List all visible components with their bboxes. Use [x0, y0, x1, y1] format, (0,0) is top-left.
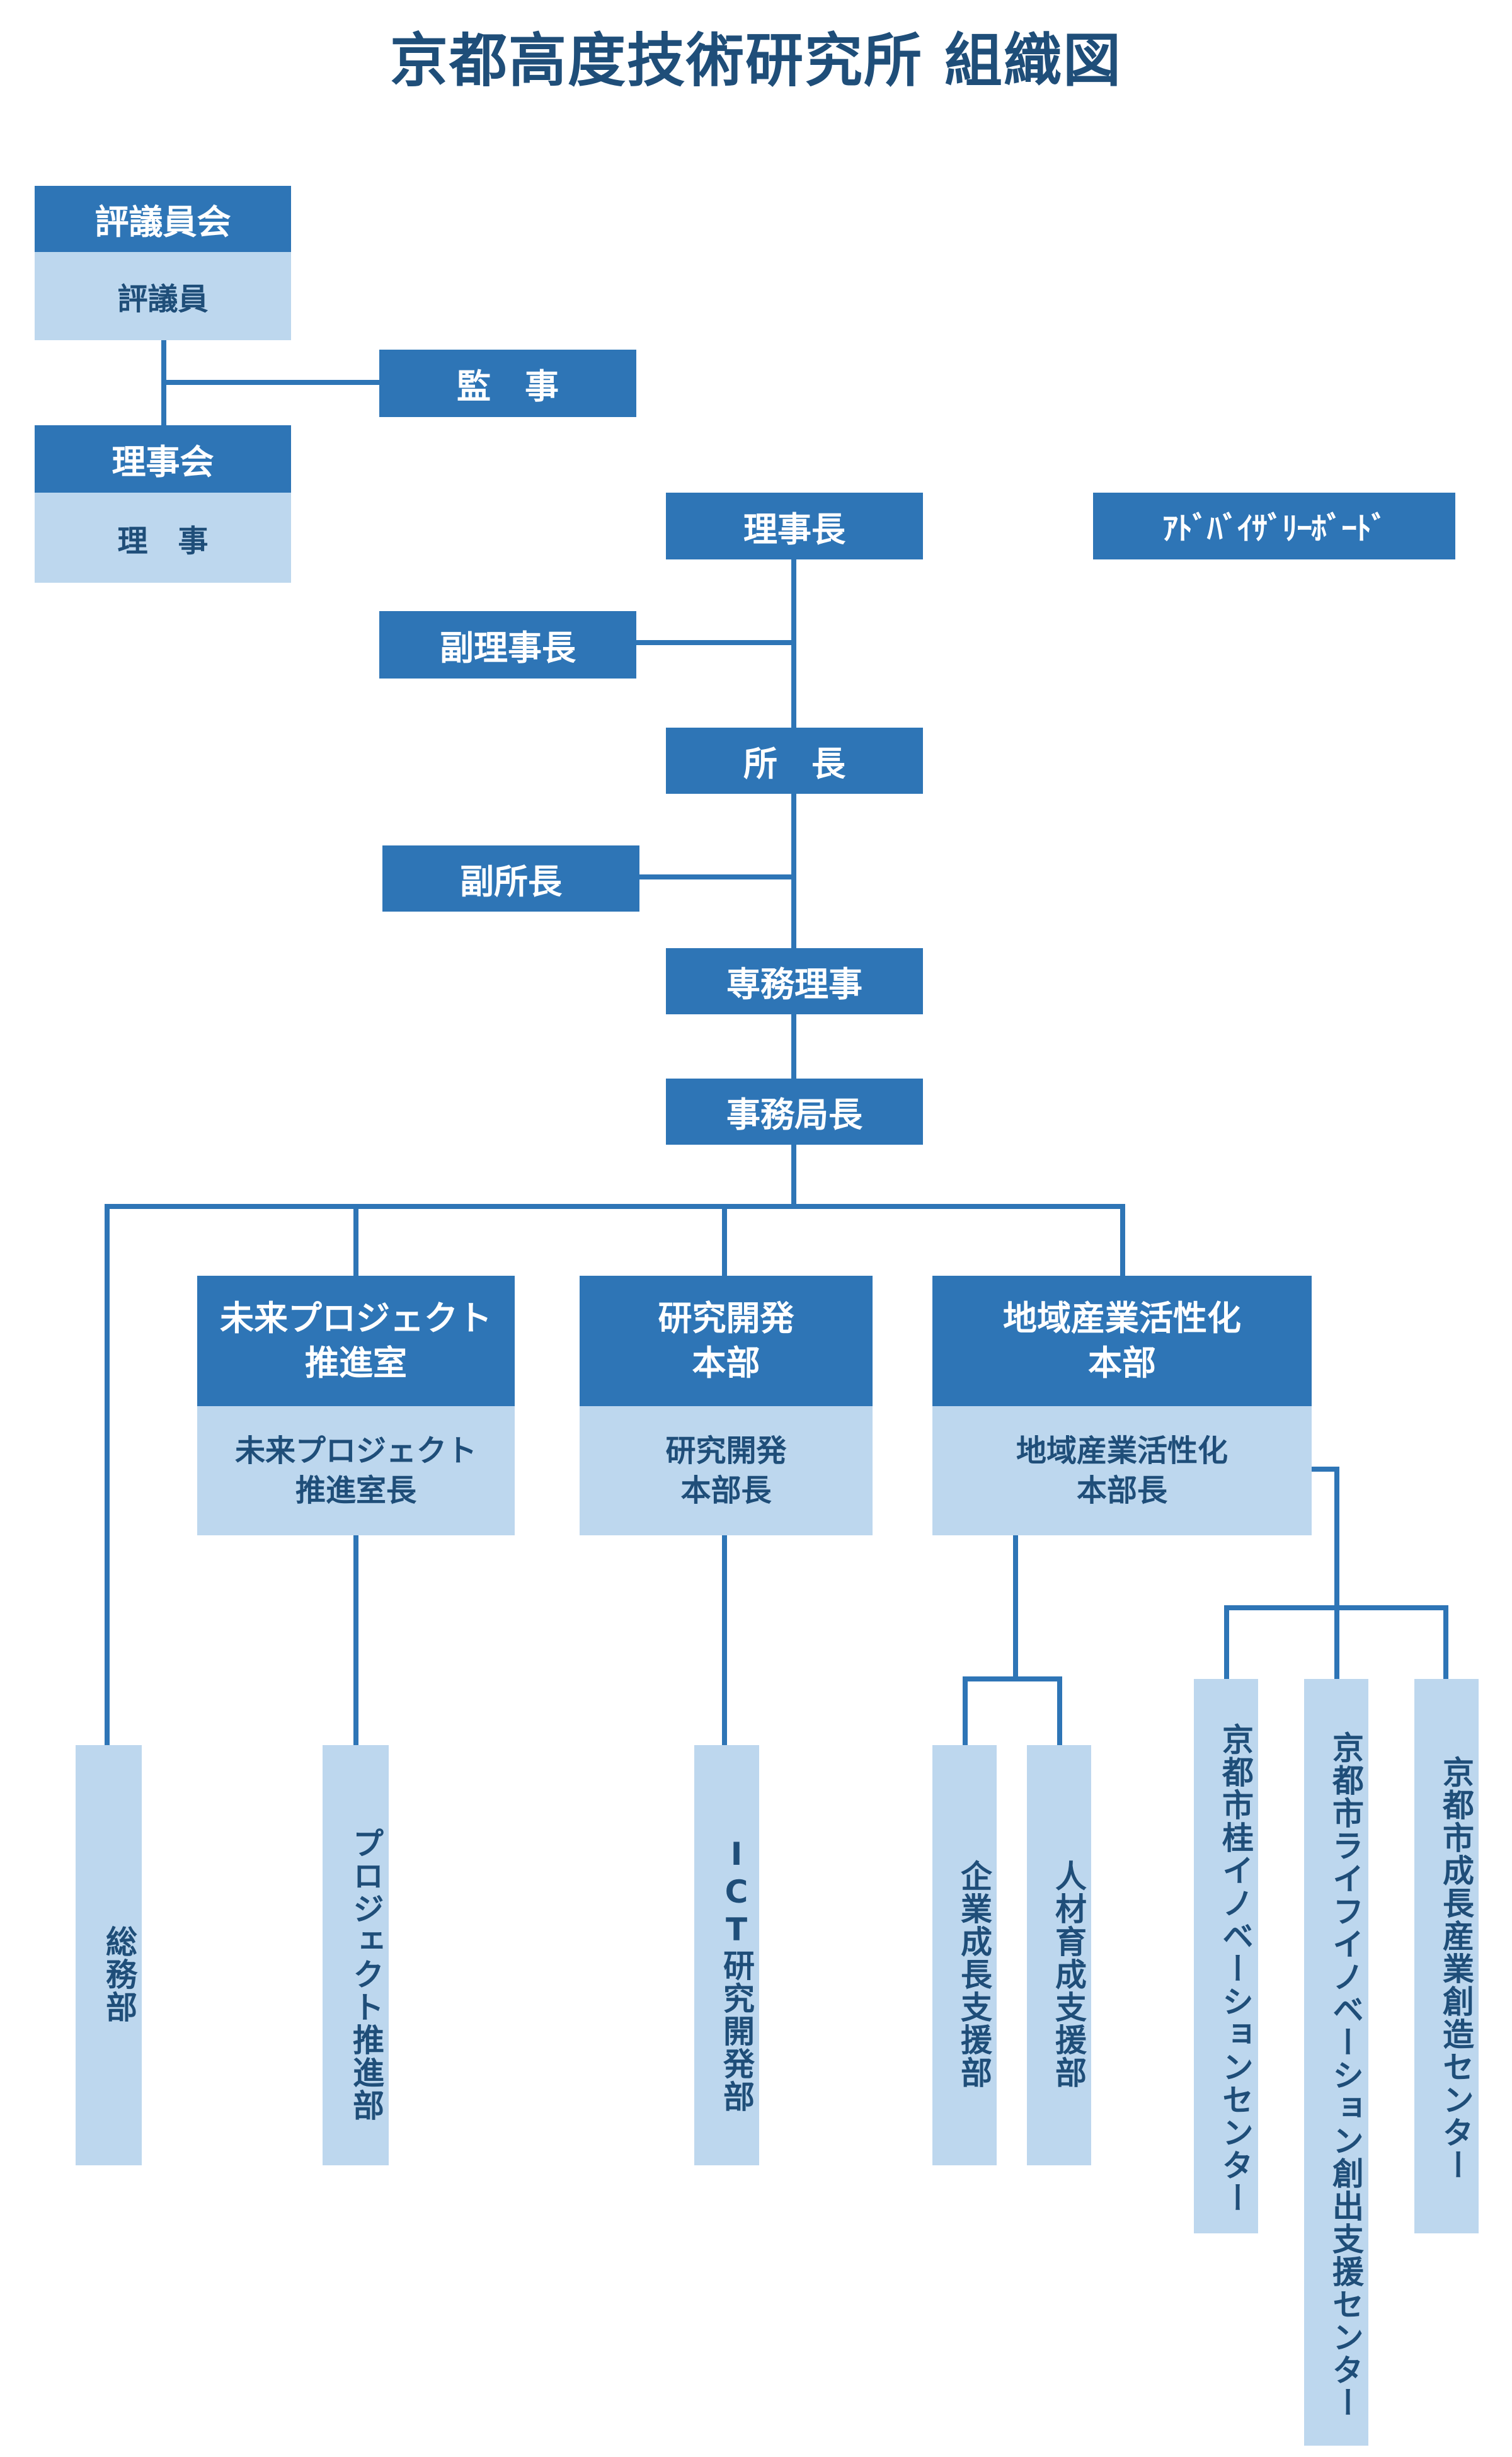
connector [1334, 1467, 1339, 1610]
project-promotion-dept: プロジェクト推進部 [323, 1745, 389, 2165]
connector [1224, 1605, 1229, 1679]
ict-rd-dept: ICT研究開発部 [694, 1745, 759, 2165]
advisory-board-box: ｱﾄﾞﾊﾞｲｻﾞﾘｰﾎﾞｰﾄﾞ [1093, 493, 1455, 559]
connector [353, 1204, 358, 1276]
future-project-office-head: 未来プロジェクト 推進室長 [197, 1406, 515, 1535]
connector [963, 1676, 1062, 1681]
connector [639, 874, 794, 879]
connector [791, 1145, 796, 1209]
deputy-director-box: 副所長 [382, 845, 639, 912]
connector [161, 380, 379, 385]
connector [636, 640, 794, 645]
connector [1013, 1535, 1018, 1679]
rd-division-header: 研究開発 本部 [580, 1276, 873, 1406]
director-box: 所 長 [666, 728, 923, 794]
katsura-innovation-center: 京都市桂イノベーションセンター [1194, 1679, 1258, 2233]
secretary-general-box: 事務局長 [666, 1079, 923, 1145]
future-project-office-header: 未来プロジェクト 推進室 [197, 1276, 515, 1406]
connector [1443, 1605, 1448, 1679]
connector [722, 1535, 727, 1745]
growth-industry-center: 京都市成長産業創造センター [1414, 1679, 1479, 2233]
auditor-box: 監 事 [379, 350, 636, 417]
hr-development-support-dept: 人材育成支援部 [1027, 1745, 1091, 2165]
chairman-box: 理事長 [666, 493, 923, 559]
connector [1120, 1204, 1125, 1276]
connector [105, 1204, 110, 1745]
regional-industry-division-header: 地域産業活性化 本部 [932, 1276, 1312, 1406]
vice-chairman-box: 副理事長 [379, 611, 636, 679]
council-header: 評議員会 [35, 186, 291, 252]
connector [353, 1535, 358, 1745]
managing-director-box: 専務理事 [666, 948, 923, 1014]
general-affairs-dept: 総務部 [76, 1745, 142, 2165]
connector [1334, 1605, 1339, 1679]
rd-division-head: 研究開発 本部長 [580, 1406, 873, 1535]
connector [1057, 1676, 1062, 1745]
business-growth-support-dept: 企業成長支援部 [932, 1745, 997, 2165]
council-member: 評議員 [35, 252, 291, 340]
page-title: 京都高度技術研究所 組織図 [389, 27, 1123, 94]
connector [105, 1204, 1125, 1209]
board-header: 理事会 [35, 425, 291, 493]
connector [963, 1676, 968, 1745]
connector [722, 1204, 727, 1276]
regional-industry-division-head: 地域産業活性化 本部長 [932, 1406, 1312, 1535]
life-innovation-center: 京都市ライフイノベーション創出支援センター [1304, 1679, 1368, 2446]
connector [1312, 1467, 1339, 1472]
board-member: 理 事 [35, 493, 291, 583]
connector [791, 559, 796, 1079]
